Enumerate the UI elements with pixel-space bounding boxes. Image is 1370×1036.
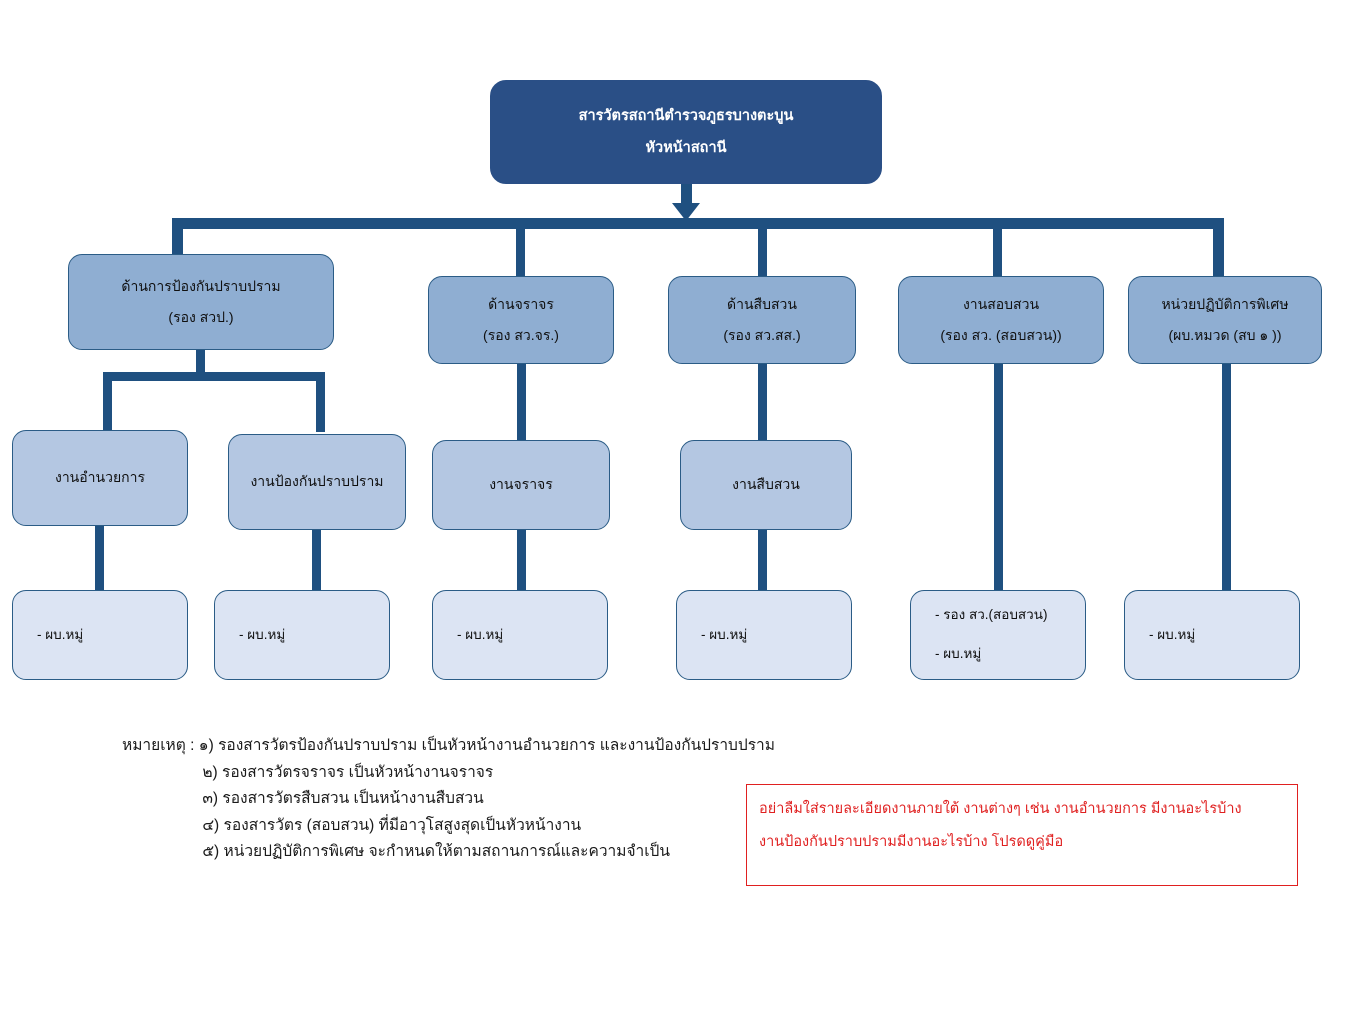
connector-bus-drop-5 xyxy=(1213,218,1224,276)
connector-prevention-bar xyxy=(103,372,325,381)
footnote-text: รองสารวัตร (สอบสวน) ที่มีอาวุโสสูงสุดเป็… xyxy=(223,816,582,834)
connector-bus-drop-4 xyxy=(993,218,1002,276)
node-title: งานจราจร xyxy=(489,476,553,493)
footnote-text: รองสารวัตรจราจร เป็นหัวหน้างานจราจร xyxy=(222,763,494,781)
connector-prevention-drop-right xyxy=(316,372,325,432)
node-subtitle: (รอง สว. (สอบสวน)) xyxy=(940,327,1062,343)
footnote-text: รองสารวัตรป้องกันปราบปราม เป็นหัวหน้างาน… xyxy=(218,737,775,754)
node-title: ด้านจราจร xyxy=(488,295,554,312)
node-staff-administration[interactable]: - ผบ.หมู่ xyxy=(12,590,188,680)
node-staff-investigation[interactable]: - ผบ.หมู่ xyxy=(676,590,852,680)
node-title: งานป้องกันปราบปราม xyxy=(250,473,384,490)
node-investigation-division[interactable]: ด้านสืบสวน (รอง สว.สส.) xyxy=(668,276,856,364)
footnote-row-5: ๕) หน่วยปฏิบัติการพิเศษ จะกำหนดให้ตามสถา… xyxy=(122,844,762,860)
node-subtitle: (รอง สวป.) xyxy=(168,309,234,325)
connector-bus-drop-1 xyxy=(172,218,183,258)
connector-administration-to-staff xyxy=(95,526,104,592)
red-note-line-2: งานป้องกันปราบปรามมีงานอะไรบ้าง โปรดดูคู… xyxy=(759,833,1064,850)
root-subtitle: หัวหน้าสถานี xyxy=(645,140,727,156)
connector-root-arrowhead xyxy=(672,203,700,221)
footnote-row-3: ๓) รองสารวัตรสืบสวน เป็นหน้างานสืบสวน xyxy=(122,791,762,807)
footnotes-block: หมายเหตุ : ๑) รองสารวัตรป้องกันปราบปราม … xyxy=(122,737,775,871)
node-prevention-work[interactable]: งานป้องกันปราบปราม xyxy=(228,434,406,530)
staff-line-1: - ผบ.หมู่ xyxy=(37,626,84,642)
connector-investigationwork-to-staff xyxy=(758,530,767,592)
node-prevention-division[interactable]: ด้านการป้องกันปราบปราม (รอง สวป.) xyxy=(68,254,334,350)
connector-main-bus xyxy=(172,218,1224,229)
footnote-number: ๕) xyxy=(202,843,220,860)
staff-line-1: - รอง สว.(สอบสวน) xyxy=(935,607,1048,623)
footnote-text: หน่วยปฏิบัติการพิเศษ จะกำหนดให้ตามสถานกา… xyxy=(223,843,670,860)
node-special-operations-unit[interactable]: หน่วยปฏิบัติการพิเศษ (ผบ.หมวด (สบ ๑ )) xyxy=(1128,276,1322,364)
staff-line-1: - ผบ.หมู่ xyxy=(239,626,286,642)
staff-line-1: - ผบ.หมู่ xyxy=(1149,626,1196,642)
footnote-number: ๒) xyxy=(202,763,218,781)
node-title: งานสอบสวน xyxy=(962,295,1040,312)
connector-preventionwork-to-staff xyxy=(312,530,321,592)
footnote-row-1: หมายเหตุ : ๑) รองสารวัตรป้องกันปราบปราม … xyxy=(122,737,775,754)
footnote-text: รองสารวัตรสืบสวน เป็นหน้างานสืบสวน xyxy=(222,790,484,807)
node-staff-specialops[interactable]: - ผบ.หมู่ xyxy=(1124,590,1300,680)
staff-line-1: - ผบ.หมู่ xyxy=(457,626,504,642)
connector-specialops-to-staff xyxy=(1222,364,1231,590)
node-subtitle: (รอง สว.สส.) xyxy=(723,327,801,343)
node-title: หน่วยปฏิบัติการพิเศษ xyxy=(1161,295,1289,312)
node-staff-traffic[interactable]: - ผบ.หมู่ xyxy=(432,590,608,680)
footnote-number: ๔) xyxy=(202,816,220,834)
node-staff-inquiry[interactable]: - รอง สว.(สอบสวน) - ผบ.หมู่ xyxy=(910,590,1086,680)
node-inquiry-division[interactable]: งานสอบสวน (รอง สว. (สอบสวน)) xyxy=(898,276,1104,364)
node-title: งานอำนวยการ xyxy=(54,469,146,486)
connector-bus-drop-2 xyxy=(516,218,525,276)
node-traffic-division[interactable]: ด้านจราจร (รอง สว.จร.) xyxy=(428,276,614,364)
footnote-number: ๑) xyxy=(198,737,214,754)
footnote-number: ๓) xyxy=(202,790,219,807)
connector-prevention-stem xyxy=(196,350,205,378)
root-title: สารวัตรสถานีตำรวจภูธรบางตะบูน xyxy=(578,107,794,124)
node-title: ด้านการป้องกันปราบปราม xyxy=(121,277,281,294)
staff-line-2: - ผบ.หมู่ xyxy=(935,646,982,661)
node-subtitle: (รอง สว.จร.) xyxy=(483,327,559,343)
connector-investigation-to-work xyxy=(758,364,767,440)
footnotes-heading: หมายเหตุ : xyxy=(122,737,195,754)
footnote-row-2: ๒) รองสารวัตรจราจร เป็นหัวหน้างานจราจร xyxy=(122,763,762,781)
node-staff-prevention[interactable]: - ผบ.หมู่ xyxy=(214,590,390,680)
connector-bus-drop-3 xyxy=(758,218,767,276)
connector-prevention-drop-left xyxy=(103,372,112,432)
connector-trafficwork-to-staff xyxy=(517,530,526,592)
node-title: ด้านสืบสวน xyxy=(727,295,797,312)
node-traffic-work[interactable]: งานจราจร xyxy=(432,440,610,530)
connector-traffic-to-work xyxy=(517,364,526,440)
node-root-station-chief[interactable]: สารวัตรสถานีตำรวจภูธรบางตะบูน หัวหน้าสถา… xyxy=(490,80,882,184)
node-title: งานสืบสวน xyxy=(732,476,800,493)
red-warning-note: อย่าลืมใส่รายละเอียดงานภายใต้ งานต่างๆ เ… xyxy=(746,784,1298,886)
node-subtitle: (ผบ.หมวด (สบ ๑ )) xyxy=(1168,327,1282,343)
connector-root-stem xyxy=(681,184,692,212)
node-administration-work[interactable]: งานอำนวยการ xyxy=(12,430,188,526)
connector-inquiry-to-staff xyxy=(994,364,1003,590)
footnote-row-4: ๔) รองสารวัตร (สอบสวน) ที่มีอาวุโสสูงสุด… xyxy=(122,816,762,834)
red-note-line-1: อย่าลืมใส่รายละเอียดงานภายใต้ งานต่างๆ เ… xyxy=(759,801,1242,817)
staff-line-1: - ผบ.หมู่ xyxy=(701,626,748,642)
node-investigation-work[interactable]: งานสืบสวน xyxy=(680,440,852,530)
